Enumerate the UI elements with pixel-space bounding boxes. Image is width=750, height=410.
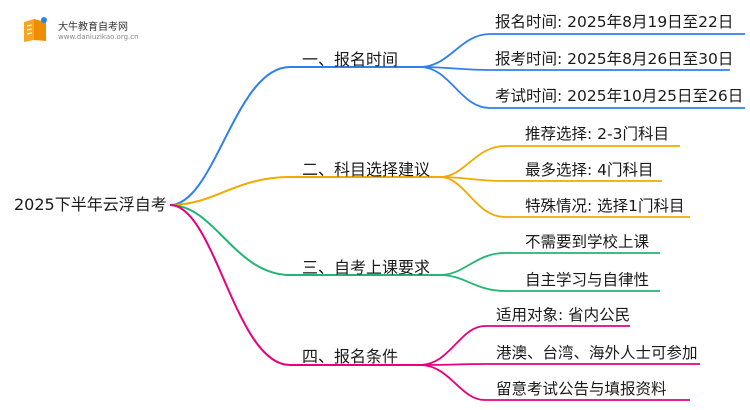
connector-b1-leaf-1 <box>419 33 745 68</box>
leaf-special-case: 特殊情况: 选择1门科目 <box>525 197 685 215</box>
leaf-eligible-residents: 适用对象: 省内公民 <box>496 306 631 324</box>
leaf-overseas-eligible: 港澳、台湾、海外人士可参加 <box>496 344 698 362</box>
leaf-max-subjects: 最多选择: 4门科目 <box>525 161 654 179</box>
branch-class-requirement: 三、自考上课要求 <box>302 258 431 277</box>
connector-b1-leaf-2 <box>419 66 730 71</box>
connector-root-branch-4 <box>169 204 420 366</box>
connector-b4-leaf-3 <box>419 364 690 401</box>
connector-b4-leaf-1 <box>419 325 630 366</box>
connector-b2-leaf-1 <box>439 145 680 178</box>
leaf-no-class: 不需要到学校上课 <box>525 233 650 251</box>
leaf-watch-notices: 留意考试公告与填报资料 <box>496 380 667 398</box>
leaf-exam-period: 考试时间: 2025年10月25日至26日 <box>495 87 744 105</box>
connector-root-branch-2 <box>169 176 440 206</box>
logo-url: www.daniuzikao.org.cn <box>58 33 139 41</box>
connector-b2-leaf-2 <box>439 176 662 182</box>
root-node: 2025下半年云浮自考 <box>14 195 167 214</box>
book-logo-icon <box>24 17 47 42</box>
leaf-application-period: 报考时间: 2025年8月26日至30日 <box>495 50 734 68</box>
branch-subject-advice: 二、科目选择建议 <box>302 160 431 179</box>
connector-root-branch-1 <box>169 66 420 206</box>
connector-b1-leaf-3 <box>419 66 745 109</box>
leaf-self-study: 自主学习与自律性 <box>525 271 650 289</box>
branch-registration-time: 一、报名时间 <box>302 50 399 69</box>
leaf-registration-period: 报名时间: 2025年8月19日至22日 <box>495 13 734 31</box>
logo-name: 大牛教育自考网 <box>58 22 128 33</box>
connector-b2-leaf-3 <box>439 176 690 218</box>
leaf-recommended-subjects: 推荐选择: 2-3门科目 <box>525 125 669 143</box>
branch-registration-conditions: 四、报名条件 <box>302 347 399 366</box>
connector-b4-leaf-2 <box>419 363 700 366</box>
logo: 大牛教育自考网 www.daniuzikao.org.cn <box>18 14 139 48</box>
connector-b3-leaf-2 <box>439 274 660 292</box>
connector-root-branch-3 <box>169 204 440 276</box>
connector-b3-leaf-1 <box>439 252 660 276</box>
